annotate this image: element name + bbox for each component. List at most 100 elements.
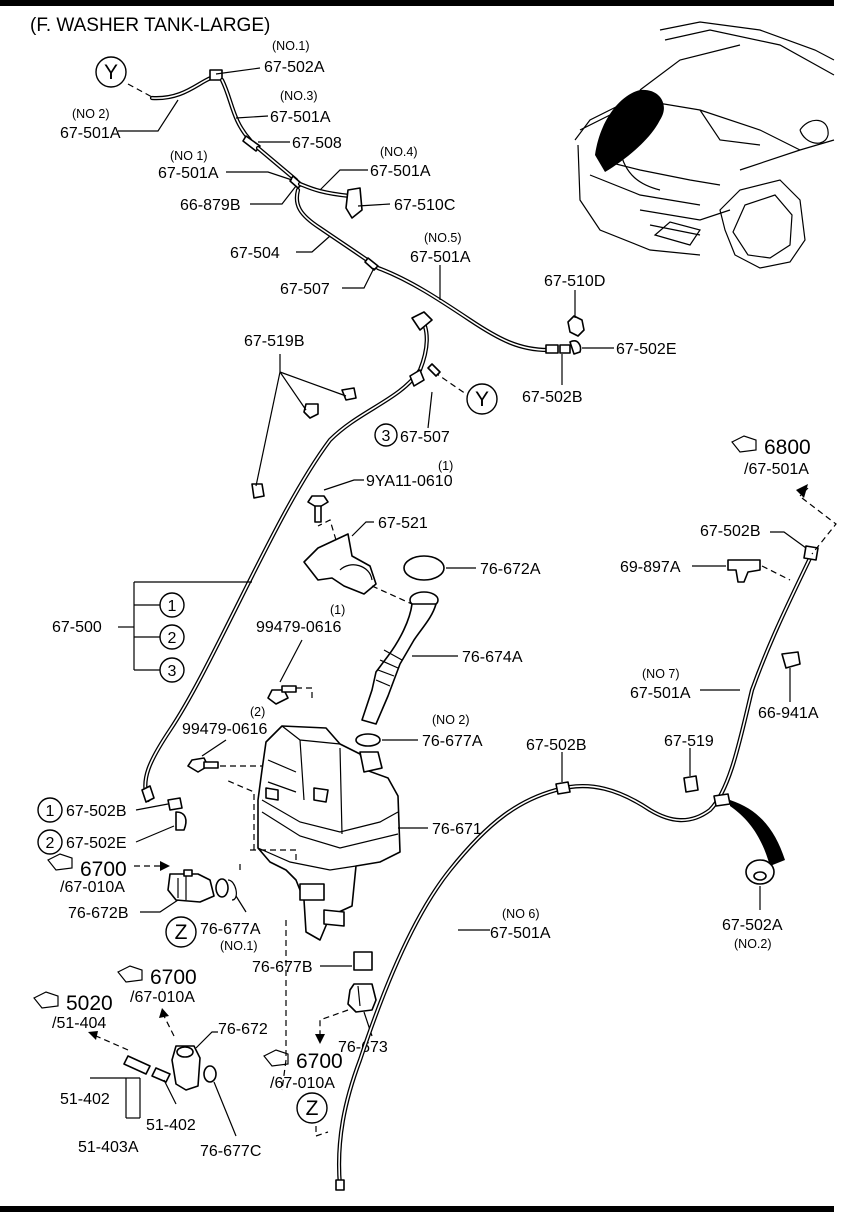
reference-5020: 5020 /51-404 xyxy=(33,991,113,1032)
callout-circled-1-67-502B: 1 67-502B xyxy=(37,797,127,823)
callout-67-504: 67-504 xyxy=(230,245,280,262)
callout-67-502B: 67-502B xyxy=(522,389,583,406)
marker-z-label: Z xyxy=(306,1097,319,1120)
hose-routing-highlight xyxy=(595,89,664,172)
callout-67-501A: 67-501A xyxy=(158,165,219,182)
callout-67-502E: 67-502E xyxy=(616,341,677,358)
callout-qty: (1) xyxy=(438,459,453,473)
callout-67-501A: 67-501A xyxy=(370,163,431,180)
callout-9YA11-0610: 9YA11-0610 xyxy=(366,473,453,490)
clip-67-519B xyxy=(251,387,357,499)
grommet-51-402 xyxy=(123,1055,171,1083)
callout-51-403A: 51-403A xyxy=(78,1139,139,1156)
callout-51-402: 51-402 xyxy=(146,1117,196,1134)
callout-note: (NO.1) xyxy=(220,939,258,953)
callout-67-510D: 67-510D xyxy=(544,273,605,290)
callout-note: (NO.1) xyxy=(272,39,310,53)
rear-washer-hose xyxy=(335,545,819,1191)
callout-66-941A: 66-941A xyxy=(758,705,819,722)
callout-67-502B: 67-502B xyxy=(700,523,761,540)
callout-76-677B: 76-677B xyxy=(252,959,313,976)
callout-99479-0616: 99479-0616 xyxy=(182,721,268,738)
callout-76-672A: 76-672A xyxy=(480,561,541,578)
grommet-67-502A xyxy=(745,859,775,885)
circled-number: 1 xyxy=(46,803,55,820)
direction-arrow xyxy=(730,800,785,866)
cap-76-672A xyxy=(403,555,445,581)
callout-circled-2-67-502E: 2 67-502E xyxy=(37,829,127,855)
vehicle-illustration xyxy=(574,21,835,269)
callout-note: (NO.5) xyxy=(424,231,462,245)
callout-76-672: 76-672 xyxy=(218,1021,268,1038)
reference-sub: /67-010A xyxy=(130,989,195,1006)
reference-number: 6800 xyxy=(764,436,811,459)
callout-67-521: 67-521 xyxy=(378,515,428,532)
callout-67-502A: 67-502A xyxy=(264,59,325,76)
upper-hose-assembly xyxy=(127,69,585,355)
bolt-99479-0616-a xyxy=(267,685,297,705)
callout-51-402: 51-402 xyxy=(60,1091,110,1108)
bolt-9YA11-0610 xyxy=(307,495,329,523)
item-number: 3 xyxy=(168,663,177,680)
callout-67-501A: 67-501A xyxy=(490,925,551,942)
callout-note: (NO.3) xyxy=(280,89,318,103)
reference-number: 6700 xyxy=(296,1050,343,1073)
callout-67-501A: 67-501A xyxy=(630,685,691,702)
reference-6800: 6800 /67-501A xyxy=(731,435,811,478)
callout-67-500: 67-500 xyxy=(52,619,102,636)
reference-number: 6700 xyxy=(80,858,127,881)
upper-leader-lines xyxy=(118,67,614,385)
reference-6700-b: 6700 /67-010A xyxy=(117,965,197,1006)
callout-99479-0616: 99479-0616 xyxy=(256,619,342,636)
reference-number: 5020 xyxy=(66,992,113,1015)
callout-67-507: 67-507 xyxy=(280,281,330,298)
clip-67-519 xyxy=(683,775,699,793)
marker-z-top: Z xyxy=(165,916,197,948)
callout-note: (NO 7) xyxy=(642,667,680,681)
clip-leader-lines xyxy=(255,354,433,487)
callout-67-502E: 67-502E xyxy=(66,835,127,852)
callout-67-508: 67-508 xyxy=(292,135,342,152)
callout-note: (NO.4) xyxy=(380,145,418,159)
bottom-border xyxy=(0,1206,834,1212)
reference-sub: /67-010A xyxy=(60,879,125,896)
marker-z-bottom: Z xyxy=(296,1092,328,1124)
reference-sub: /67-010A xyxy=(270,1075,335,1092)
pump-76-672 xyxy=(171,1045,217,1091)
o-ring-76-677A-no2 xyxy=(355,733,381,747)
callout-circled-3-67-507: 3 67-507 xyxy=(374,423,450,447)
callout-76-672B: 76-672B xyxy=(68,905,129,922)
callout-67-519B: 67-519B xyxy=(244,333,305,350)
bracket-67-521 xyxy=(303,533,377,595)
circled-number: 2 xyxy=(46,835,55,852)
hose-set-item-3 xyxy=(159,657,185,683)
callout-67-502B: 67-502B xyxy=(66,803,127,820)
item-number: 1 xyxy=(168,598,177,615)
callout-67-501A: 67-501A xyxy=(410,249,471,266)
clip-66-941A xyxy=(781,651,801,669)
callout-76-671: 76-671 xyxy=(432,821,482,838)
callout-66-879B: 66-879B xyxy=(180,197,241,214)
callout-76-677C: 76-677C xyxy=(200,1143,261,1160)
callout-note: (NO 1) xyxy=(170,149,208,163)
hose-set-bracket xyxy=(118,581,252,671)
reference-6700-a: 6700 /67-010A xyxy=(47,853,127,896)
callout-note: (NO 2) xyxy=(432,713,470,727)
diagram-title: (F. WASHER TANK-LARGE) xyxy=(30,15,270,36)
callout-qty: (2) xyxy=(250,705,265,719)
grommet-76-677B xyxy=(353,951,373,971)
hose-set-item-1 xyxy=(159,592,185,618)
reference-sub: /67-501A xyxy=(744,461,809,478)
callout-76-677A: 76-677A xyxy=(200,921,261,938)
bolt-99479-0616-b xyxy=(187,757,219,773)
reference-sub: /51-404 xyxy=(52,1015,106,1032)
reference-6700-c: 6700 /67-010A xyxy=(263,1049,343,1092)
hose-67-500 xyxy=(141,311,467,803)
callout-67-510C: 67-510C xyxy=(394,197,455,214)
washer-tank-76-671 xyxy=(257,725,401,941)
level-sensor-76-673 xyxy=(347,983,377,1013)
reference-number: 6700 xyxy=(150,966,197,989)
top-border xyxy=(0,0,834,6)
callout-qty: (1) xyxy=(330,603,345,617)
